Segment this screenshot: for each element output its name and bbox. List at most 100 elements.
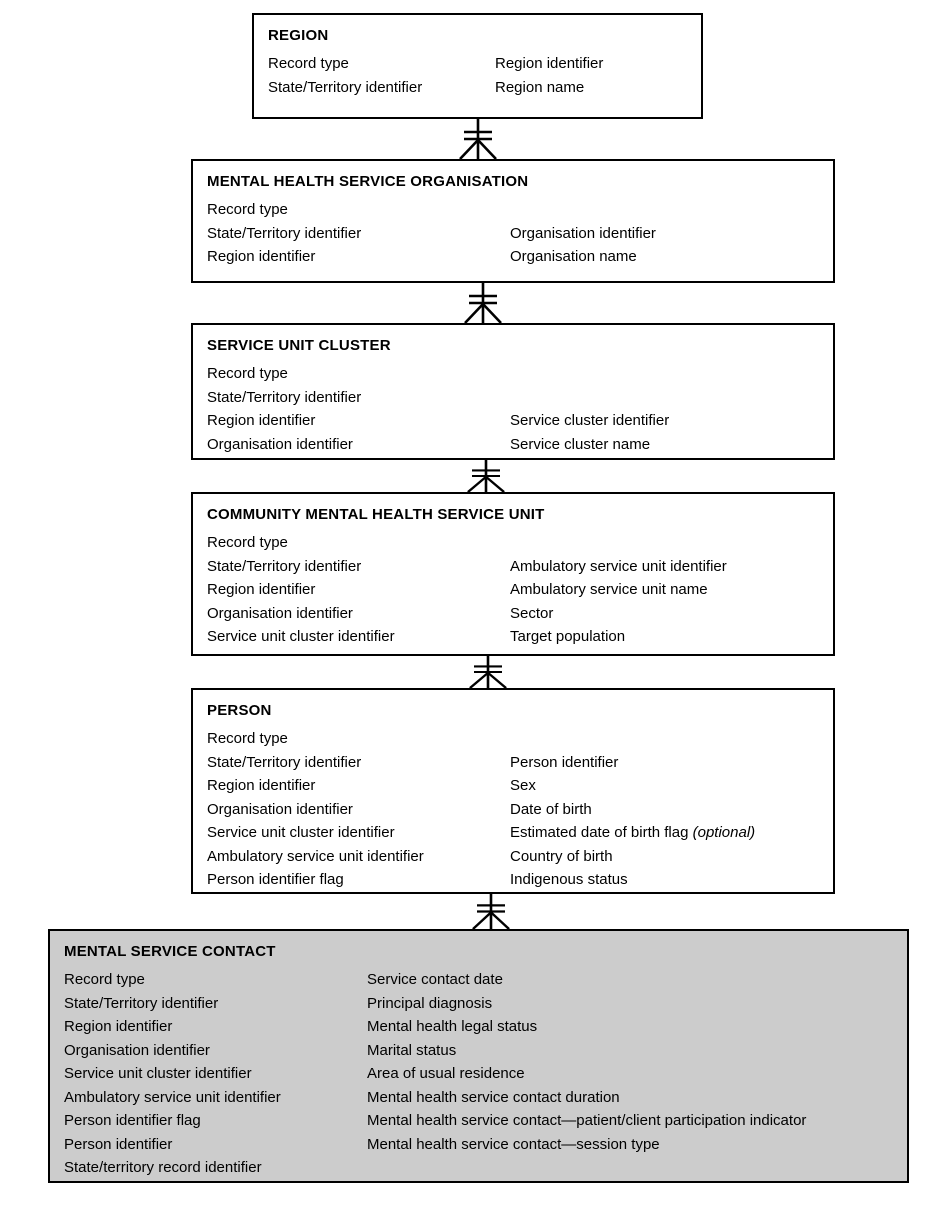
one-to-many-connector (472, 894, 510, 930)
crow-foot-prong (472, 911, 492, 930)
field-label: Region identifier (64, 1018, 173, 1035)
entity-title: SERVICE UNIT CLUSTER (207, 337, 391, 354)
field-label: Organisation identifier (207, 435, 353, 453)
field-label: Service unit cluster identifier (207, 628, 395, 645)
entity-title: MENTAL HEALTH SERVICE ORGANISATION (207, 173, 529, 190)
field-label: Region name (495, 78, 585, 96)
field-label: Principal diagnosis (367, 994, 493, 1012)
field-row: Person identifier flag Mental health serv… (64, 1109, 897, 1133)
field-label: Record type (268, 55, 349, 72)
field-label: Target population (510, 628, 626, 645)
crow-foot-prong (464, 303, 484, 324)
field-label: Mental health service contact—session ty… (367, 1135, 660, 1153)
field-label: Organisation identifier (207, 604, 353, 622)
field-row: State/Territory identifier Principal diag… (64, 992, 897, 1016)
field-label: Ambulatory service unit identifier (510, 557, 727, 575)
field-label: State/territory record identifier (64, 1159, 262, 1176)
field-row: State/Territory identifier (207, 386, 823, 410)
crow-foot-prong (482, 303, 502, 324)
field-label: State/Territory identifier (207, 753, 362, 771)
entity-title: PERSON (207, 702, 272, 719)
field-label: Mental health legal status (367, 1018, 538, 1035)
field-label: Service contact date (367, 971, 503, 988)
crow-foot-prong (459, 139, 479, 160)
field-label: Date of birth (510, 800, 592, 818)
field-row: Record type (207, 531, 823, 555)
field-label: Mental health service contact duration (367, 1088, 620, 1106)
field-label: State/Territory identifier (64, 994, 219, 1012)
crow-foot-prong (469, 672, 489, 689)
field-label: Person identifier flag (207, 871, 344, 888)
field-label: Region identifier (207, 412, 316, 429)
crow-foot-prong (477, 139, 497, 160)
crow-foot-prong (490, 911, 510, 930)
field-label: Marital status (367, 1041, 457, 1059)
field-label: Record type (207, 365, 288, 382)
field-label: Mental health service contact—patient/cl… (367, 1112, 807, 1129)
entity-title: COMMUNITY MENTAL HEALTH SERVICE UNIT (207, 506, 545, 523)
field-row: Person identifier flag Indigenous status (207, 868, 823, 892)
field-label: State/Territory identifier (207, 557, 362, 575)
crow-foot-prong (487, 672, 507, 689)
field-label: Ambulatory service unit name (510, 581, 708, 598)
field-row: Service unit cluster identifier Target po… (207, 625, 823, 649)
field-label: Organisation name (510, 248, 637, 265)
field-row: State/Territory identifier Person identif… (207, 751, 823, 775)
field-label: Country of birth (510, 847, 613, 865)
field-row: Region identifier Organisation name (207, 245, 823, 269)
field-label: Region identifier (207, 248, 316, 265)
field-label: Record type (207, 534, 288, 551)
field-label: Organisation identifier (510, 224, 656, 242)
field-label: Area of usual residence (367, 1065, 525, 1082)
crow-foot-prong (485, 476, 505, 493)
field-label: Service unit cluster identifier (207, 824, 395, 841)
field-label: Service cluster identifier (510, 412, 670, 429)
field-label: Record type (207, 730, 288, 747)
field-row: Record type (207, 198, 823, 222)
field-row: Record type (207, 727, 823, 751)
entity-title: REGION (268, 27, 329, 44)
entity-box-mental-health-service-organisation: MENTAL HEALTH SERVICE ORGANISATION Recor… (191, 159, 835, 283)
field-label: Record type (207, 201, 288, 218)
field-row: Ambulatory service unit identifier Mental… (64, 1086, 897, 1110)
field-label: Record type (64, 971, 145, 988)
one-to-many-connector (467, 460, 505, 493)
entity-box-community-mental-health-service-unit: COMMUNITY MENTAL HEALTH SERVICE UNIT Rec… (191, 492, 835, 656)
crow-foot-prong (467, 476, 487, 493)
field-label: Person identifier flag (64, 1112, 201, 1129)
field-label: Indigenous status (510, 871, 628, 888)
field-row: Record type Service contact date (64, 968, 897, 992)
field-label: Sector (510, 604, 554, 622)
field-label: State/Territory identifier (207, 388, 362, 406)
field-label: Estimated date of birth flag (optional) (510, 824, 756, 841)
field-label: Ambulatory service unit identifier (64, 1088, 281, 1106)
field-row: Region identifier Mental health legal sta… (64, 1015, 897, 1039)
field-row: State/Territory identifier Ambulatory ser… (207, 555, 823, 579)
entity-title: MENTAL SERVICE CONTACT (64, 943, 276, 960)
field-row: Record type (207, 362, 823, 386)
field-label: Person identifier (510, 753, 619, 771)
field-row: State/territory record identifier (64, 1156, 897, 1180)
field-row: Organisation identifier Sector (207, 602, 823, 626)
field-row: Service unit cluster identifier Estimated… (207, 821, 823, 845)
field-row: State/Territory identifier Region name (268, 76, 691, 100)
field-label: State/Territory identifier (268, 78, 423, 96)
